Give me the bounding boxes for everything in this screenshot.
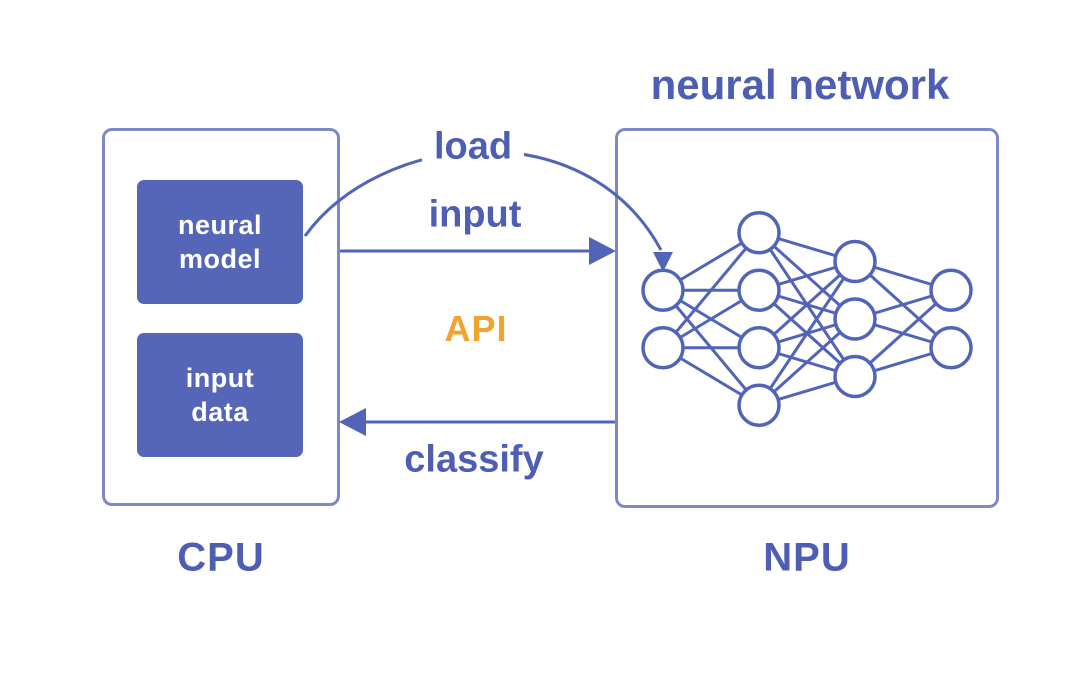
network-node <box>833 297 877 341</box>
neural-model-line1: neural <box>177 210 263 240</box>
load-arrowhead <box>653 252 673 272</box>
neural-network-title: neural network <box>650 61 950 108</box>
classify-arrowhead <box>339 408 366 436</box>
network-node <box>929 326 973 370</box>
network-node <box>737 326 781 370</box>
network-edge <box>757 260 857 407</box>
network-node <box>929 268 973 312</box>
network-node <box>641 326 685 370</box>
input-data-line2: data <box>191 397 249 427</box>
input-label: input <box>428 193 522 236</box>
cpu-label: CPU <box>177 535 265 580</box>
network-node <box>641 268 685 312</box>
network-node <box>737 211 781 255</box>
network-node <box>833 239 877 284</box>
network-node <box>737 268 781 312</box>
npu-label: NPU <box>763 535 851 580</box>
npu-box <box>615 128 999 508</box>
neural-network-graph <box>641 211 973 427</box>
api-label: API <box>444 308 508 349</box>
network-node <box>833 354 877 399</box>
neural-model-block: neural model <box>137 180 303 304</box>
load-label: load <box>421 125 525 169</box>
input-data-line1: input <box>185 363 255 393</box>
input-data-block: input data <box>137 333 303 457</box>
network-node <box>737 383 781 427</box>
input-arrowhead <box>589 237 616 265</box>
network-edge <box>661 231 761 349</box>
neural-model-line2: model <box>178 244 261 274</box>
classify-label: classify <box>404 438 544 481</box>
